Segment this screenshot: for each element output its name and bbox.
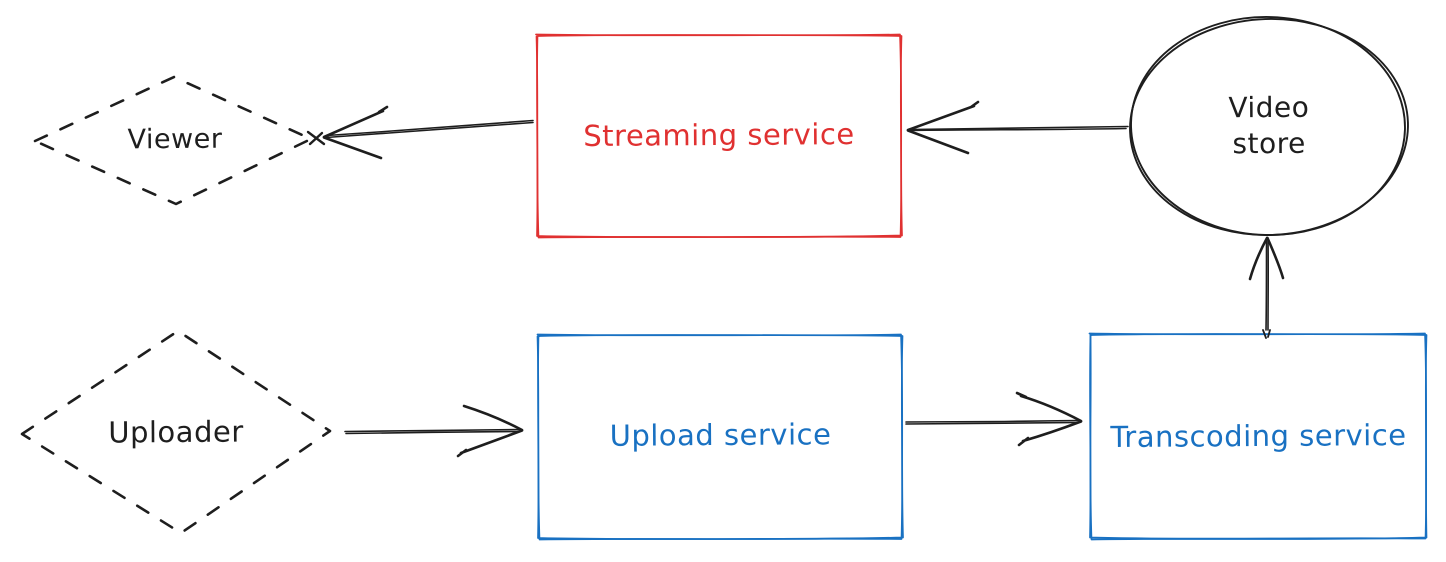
upload-service-rect-shape	[536, 333, 904, 541]
uploader-diamond-shape	[20, 329, 332, 535]
video-store-ellipse-shape	[1129, 16, 1409, 236]
arrow-video-store-to-streaming	[906, 100, 1129, 155]
arrow-uploader-to-upload	[344, 404, 524, 458]
arrow-upload-to-transcoding	[905, 391, 1083, 447]
viewer-diamond-shape	[33, 75, 313, 206]
arrow-streaming-to-viewer	[306, 105, 534, 160]
streaming-service-rect-shape	[535, 33, 903, 239]
transcoding-service-rect-shape	[1088, 332, 1428, 541]
arrow-transcoding-to-video-store	[1248, 236, 1285, 339]
